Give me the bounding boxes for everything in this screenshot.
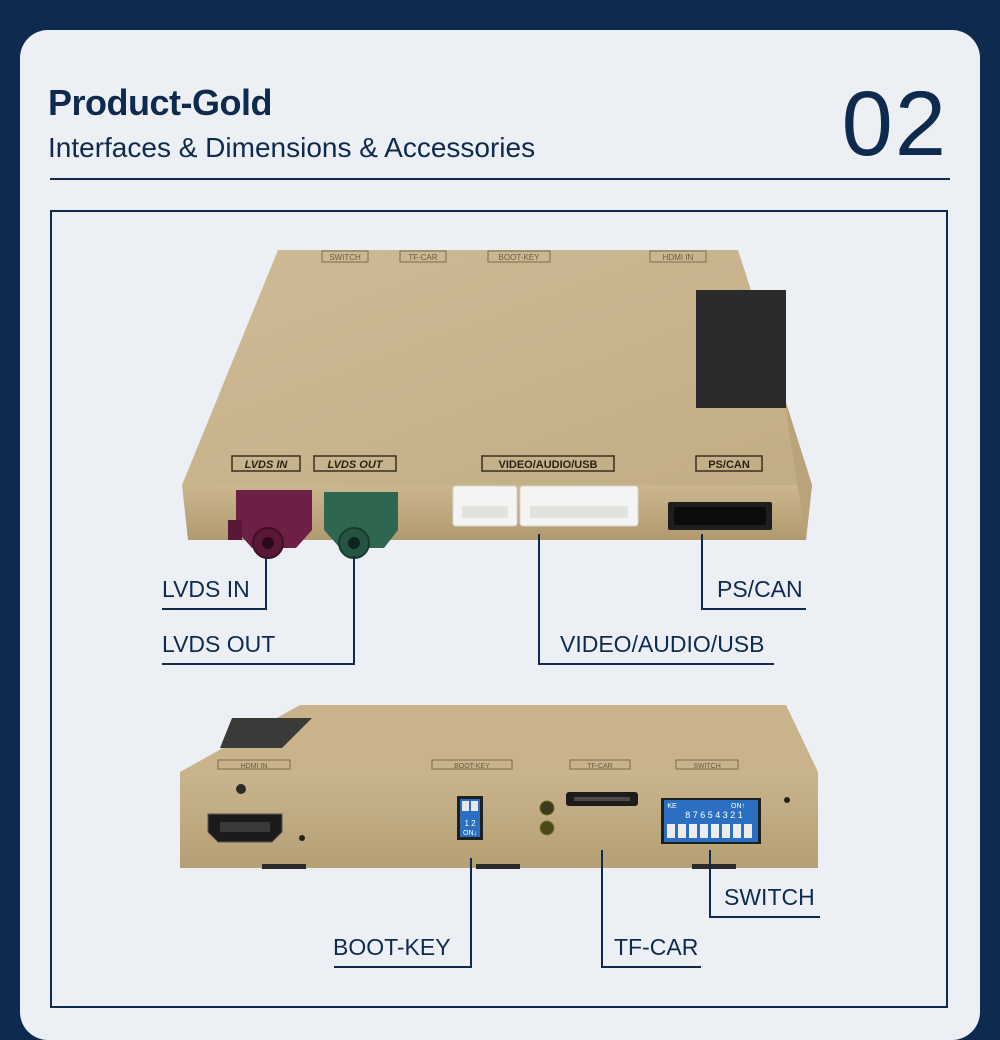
- port-label-lvds-out: LVDS OUT: [327, 459, 383, 471]
- callout-video-audio-usb: VIDEO/AUDIO/USB: [560, 631, 765, 657]
- top-label-switch: SWITCH: [329, 253, 361, 262]
- port-label-ps-can: PS/CAN: [708, 459, 750, 471]
- header-divider: [50, 178, 950, 180]
- device2-foot: [476, 864, 520, 869]
- dip8-numbers: 8 7 6 5 4 3 2 1: [685, 810, 743, 820]
- callout-switch: SWITCH: [724, 884, 815, 910]
- device-side-panel: [738, 250, 812, 540]
- product-image-frame: [50, 210, 948, 1008]
- top-label-boot-key: BOOT-KEY: [499, 253, 541, 262]
- ps-can-connector: [668, 502, 772, 530]
- device2-top-surface: [180, 705, 818, 772]
- callout-tf-car: TF-CAR: [614, 934, 699, 960]
- callout-lvds-out: LVDS OUT: [162, 631, 276, 657]
- boot-key-dip-switch: 1 2 ON↓: [457, 796, 483, 840]
- rear-top-label-boot-key: BOOT-KEY: [454, 763, 490, 770]
- video-audio-usb-connector: [452, 485, 639, 527]
- callout-lines-top: [162, 534, 806, 665]
- device-rear-view: HDMI IN BOOT-KEY TF-CAR SWITCH 1 2 ON↓: [180, 705, 818, 869]
- callout-boot-key: BOOT-KEY: [333, 934, 451, 960]
- top-label-hdmi-in: HDMI IN: [663, 253, 694, 262]
- rear-top-label-tf-car: TF-CAR: [587, 763, 613, 770]
- dip2-on-label: ON↓: [463, 830, 477, 837]
- device2-foot: [262, 864, 306, 869]
- led-indicator-1: [539, 800, 555, 816]
- page-title: Product-Gold: [48, 82, 272, 123]
- tf-card-slot: [566, 792, 638, 806]
- led-indicator-2: [539, 820, 555, 836]
- rear-top-label-hdmi-in: HDMI IN: [241, 763, 268, 770]
- callout-lines-bottom: [334, 850, 820, 968]
- dip8-ke-label: KE: [667, 803, 677, 810]
- hdmi-port: [207, 784, 305, 843]
- device2-foot: [692, 864, 736, 869]
- rear-top-label-switch: SWITCH: [693, 763, 721, 770]
- top-label-tf-car: TF-CAR: [408, 253, 438, 262]
- device-top-surface: [182, 250, 812, 485]
- switch-dip-8: 8 7 6 5 4 3 2 1 ON↑ KE: [661, 797, 790, 844]
- dip2-numbers: 1 2: [464, 819, 476, 828]
- lvds-out-connector: [324, 492, 398, 559]
- page-subtitle: Interfaces & Dimensions & Accessories: [48, 132, 536, 163]
- device2-sticker: [220, 718, 312, 748]
- device-top-view: SWITCH TF-CAR BOOT-KEY HDMI IN LVDS IN L…: [182, 250, 812, 559]
- device-label-sticker: [696, 290, 786, 408]
- callout-lvds-in: LVDS IN: [162, 576, 250, 602]
- port-label-lvds-in: LVDS IN: [245, 459, 289, 471]
- dip8-on-label: ON↑: [731, 803, 745, 810]
- section-number: 02: [841, 73, 948, 175]
- port-label-video-audio-usb: VIDEO/AUDIO/USB: [498, 459, 597, 471]
- callout-ps-can: PS/CAN: [717, 576, 803, 602]
- lvds-in-connector: [228, 490, 312, 559]
